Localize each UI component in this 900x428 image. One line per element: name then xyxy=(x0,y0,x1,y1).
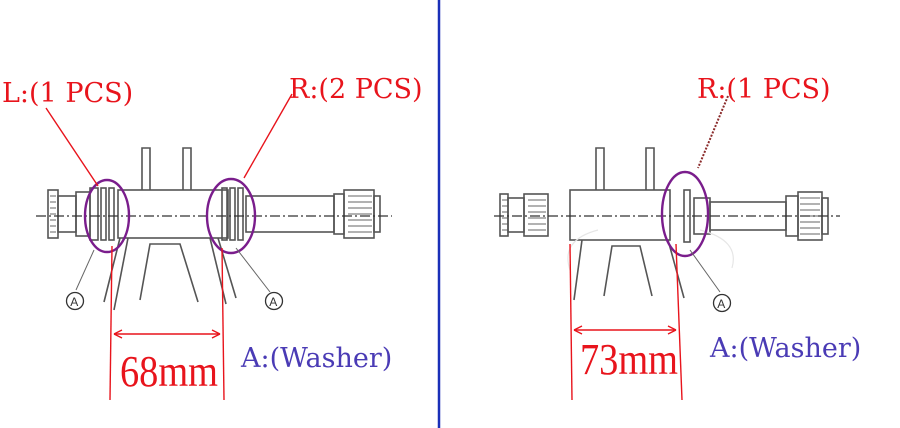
washer-callout-left: A xyxy=(65,291,85,311)
right-panel-cup-label: R:(1 PCS) xyxy=(697,74,831,105)
svg-text:A: A xyxy=(269,295,277,309)
dimension-73mm: 73mm xyxy=(580,335,678,384)
right-cup-ring xyxy=(205,177,257,255)
right-panel-cup-ring xyxy=(660,170,710,258)
left-cup-ring xyxy=(83,178,131,254)
left-panel: L:(1 PCS) R:(2 PCS) A A 68mm A:(Washer) xyxy=(2,74,423,401)
left-frame-drawing xyxy=(36,147,392,311)
right-frame-drawing xyxy=(494,147,840,301)
washer-label-left: A:(Washer) xyxy=(240,343,392,374)
washer-callout-right: A xyxy=(264,291,284,311)
left-cup-label: L:(1 PCS) xyxy=(2,78,133,109)
dimension-68mm: 68mm xyxy=(120,347,218,396)
svg-text:A: A xyxy=(717,297,725,311)
right-cup-label: R:(2 PCS) xyxy=(289,74,423,105)
left-dimension xyxy=(109,245,225,401)
washer-label-right: A:(Washer) xyxy=(709,333,861,364)
right-dimension xyxy=(569,243,683,401)
washer-callout: A xyxy=(712,293,732,313)
svg-text:A: A xyxy=(70,295,78,309)
right-panel: R:(1 PCS) A 73mm A:(Washer) xyxy=(494,74,861,401)
